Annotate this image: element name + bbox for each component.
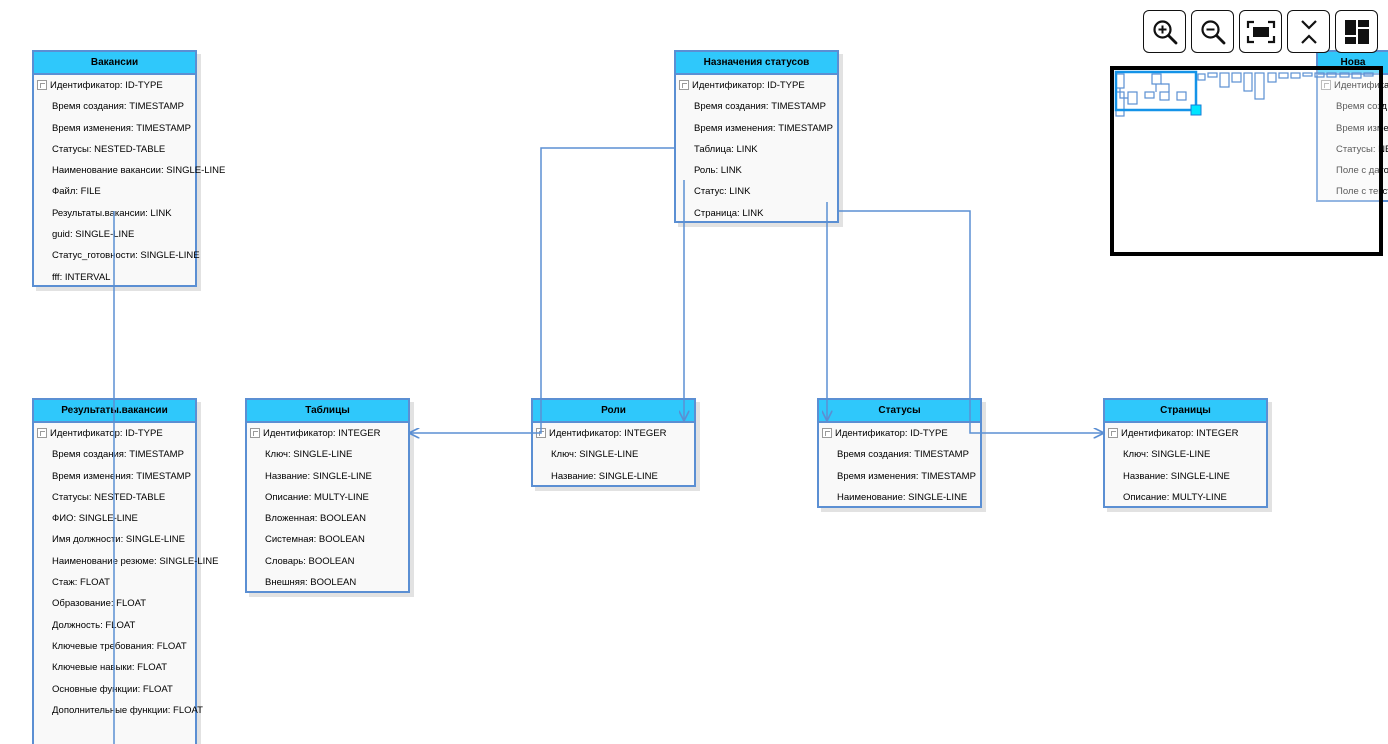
entity-field[interactable]: Наименование вакансии: SINGLE-LINE <box>52 165 226 177</box>
entity-field[interactable]: Идентификатор: INTEGER <box>247 423 408 444</box>
entity-field[interactable]: Время изменения: TIMESTAMP <box>52 122 191 134</box>
entity-title: Вакансии <box>34 52 195 75</box>
entity-field[interactable]: Идентифика <box>1318 75 1388 96</box>
entity-field[interactable]: Таблица: LINK <box>694 143 758 155</box>
entity-field[interactable]: Внешняя: BOOLEAN <box>265 577 357 589</box>
entity-field[interactable]: Поле с дато <box>1336 165 1388 177</box>
entity-field[interactable]: Статус_готовности: SINGLE-LINE <box>52 250 200 262</box>
zoom-out-button[interactable] <box>1191 10 1234 53</box>
entity-title: Результаты.вакансии <box>34 400 195 423</box>
entity-field[interactable]: Словарь: BOOLEAN <box>265 555 355 567</box>
minimap-overview <box>1114 70 1374 117</box>
fit-screen-icon <box>1246 20 1275 43</box>
entity-field[interactable]: Время созд <box>1336 101 1387 113</box>
fit-to-screen-button[interactable] <box>1239 10 1282 53</box>
entity-field[interactable]: Системная: BOOLEAN <box>265 534 365 546</box>
entity-field[interactable]: Ключевые навыки: FLOAT <box>52 662 168 674</box>
primary-key-icon <box>679 80 689 90</box>
diagram-toolbar <box>1143 10 1378 54</box>
entity-field[interactable]: Имя должности: SINGLE-LINE <box>52 534 186 546</box>
entity-field[interactable]: Должность: FLOAT <box>52 619 136 631</box>
entity-field[interactable]: Идентификатор: ID-TYPE <box>34 75 195 96</box>
entity-title: Страницы <box>1105 400 1266 423</box>
entity-field[interactable]: Наименование: SINGLE-LINE <box>837 491 968 503</box>
entity-statuses[interactable]: Статусы Идентификатор: ID-TYPE Время соз… <box>817 398 982 508</box>
entity-field[interactable]: Время создания: TIMESTAMP <box>837 449 969 461</box>
entity-field[interactable]: Время создания: TIMESTAMP <box>52 449 184 461</box>
primary-key-icon <box>536 428 546 438</box>
entity-field[interactable]: Основные функции: FLOAT <box>52 683 173 695</box>
entity-field[interactable]: Название: SINGLE-LINE <box>551 470 658 482</box>
entity-field[interactable]: Время измен <box>1336 122 1388 134</box>
primary-key-icon <box>250 428 260 438</box>
entity-field[interactable]: Роль: LINK <box>694 165 742 177</box>
entity-field[interactable]: Ключ: SINGLE-LINE <box>1123 449 1211 461</box>
entity-field[interactable]: Название: SINGLE-LINE <box>1123 470 1230 482</box>
entity-field[interactable]: Поле с текст <box>1336 186 1388 198</box>
entity-field[interactable]: ФИО: SINGLE-LINE <box>52 513 138 525</box>
entity-field[interactable]: Статусы: NE <box>1336 143 1388 155</box>
primary-key-icon <box>37 80 47 90</box>
entity-field[interactable]: Идентификатор: INTEGER <box>533 423 694 444</box>
collapse-button[interactable] <box>1287 10 1330 53</box>
minimap-viewport[interactable] <box>1114 70 1198 112</box>
entity-field[interactable]: Образование: FLOAT <box>52 598 147 610</box>
entity-field[interactable]: Название: SINGLE-LINE <box>265 470 372 482</box>
layout-button[interactable] <box>1335 10 1378 53</box>
entity-field[interactable]: Время создания: TIMESTAMP <box>694 101 826 113</box>
entity-tables[interactable]: Таблицы Идентификатор: INTEGER Ключ: SIN… <box>245 398 410 593</box>
entity-roles[interactable]: Роли Идентификатор: INTEGER Ключ: SINGLE… <box>531 398 696 487</box>
entity-field[interactable]: Время создания: TIMESTAMP <box>52 101 184 113</box>
minimap[interactable] <box>1110 66 1383 256</box>
collapse-icon <box>1300 19 1317 44</box>
entity-field[interactable]: Вложенная: BOOLEAN <box>265 513 366 525</box>
entity-field[interactable]: Идентификатор: ID-TYPE <box>819 423 980 444</box>
entity-field[interactable]: Ключ: SINGLE-LINE <box>551 449 639 461</box>
entity-field[interactable]: Время изменения: TIMESTAMP <box>694 122 833 134</box>
entity-field[interactable]: Страница: LINK <box>694 207 764 219</box>
entity-status-assignments[interactable]: Назначения статусов Идентификатор: ID-TY… <box>674 50 839 223</box>
zoom-out-icon <box>1200 19 1225 44</box>
entity-field[interactable]: Идентификатор: ID-TYPE <box>34 423 195 444</box>
minimap-resize-handle[interactable] <box>1190 104 1202 116</box>
primary-key-icon <box>37 428 47 438</box>
entity-field[interactable]: fff: INTERVAL <box>52 271 111 283</box>
entity-field[interactable]: Статус: LINK <box>694 186 751 198</box>
entity-title: Статусы <box>819 400 980 423</box>
entity-title: Назначения статусов <box>676 52 837 75</box>
entity-field[interactable]: Ключ: SINGLE-LINE <box>265 449 353 461</box>
entity-field[interactable]: Время изменения: TIMESTAMP <box>837 470 976 482</box>
primary-key-icon <box>1108 428 1118 438</box>
entity-field[interactable]: Идентификатор: ID-TYPE <box>676 75 837 96</box>
zoom-in-button[interactable] <box>1143 10 1186 53</box>
entity-field[interactable]: Стаж: FLOAT <box>52 577 110 589</box>
entity-field[interactable]: guid: SINGLE-LINE <box>52 229 135 241</box>
entity-field[interactable]: Статусы: NESTED-TABLE <box>52 143 166 155</box>
entity-field[interactable]: Время изменения: TIMESTAMP <box>52 470 191 482</box>
entity-vacancies[interactable]: Вакансии Идентификатор: ID-TYPE Время со… <box>32 50 226 287</box>
entity-field[interactable]: Ключевые требования: FLOAT <box>52 640 187 652</box>
primary-key-icon <box>822 428 832 438</box>
entity-vacancy-results[interactable]: Результаты.вакансии Идентификатор: ID-TY… <box>32 398 219 744</box>
entity-field[interactable]: Дополнительные функции: FLOAT <box>52 704 203 716</box>
entity-field[interactable]: Идентификатор: INTEGER <box>1105 423 1266 444</box>
entity-field[interactable]: Результаты.вакансии: LINK <box>52 207 172 219</box>
connector-assignments-tables[interactable] <box>410 147 674 433</box>
entity-field[interactable]: Статусы: NESTED-TABLE <box>52 491 166 503</box>
entity-field[interactable]: Файл: FILE <box>52 186 101 198</box>
entity-field[interactable]: Наименование резюме: SINGLE-LINE <box>52 555 219 567</box>
zoom-in-icon <box>1152 19 1177 44</box>
primary-key-icon <box>1321 80 1331 90</box>
layout-icon <box>1344 19 1369 44</box>
entity-title: Таблицы <box>247 400 408 423</box>
entity-title: Роли <box>533 400 694 423</box>
entity-pages[interactable]: Страницы Идентификатор: INTEGER Ключ: SI… <box>1103 398 1268 508</box>
entity-field[interactable]: Описание: MULTY-LINE <box>1123 491 1227 503</box>
entity-field[interactable]: Описание: MULTY-LINE <box>265 491 369 503</box>
